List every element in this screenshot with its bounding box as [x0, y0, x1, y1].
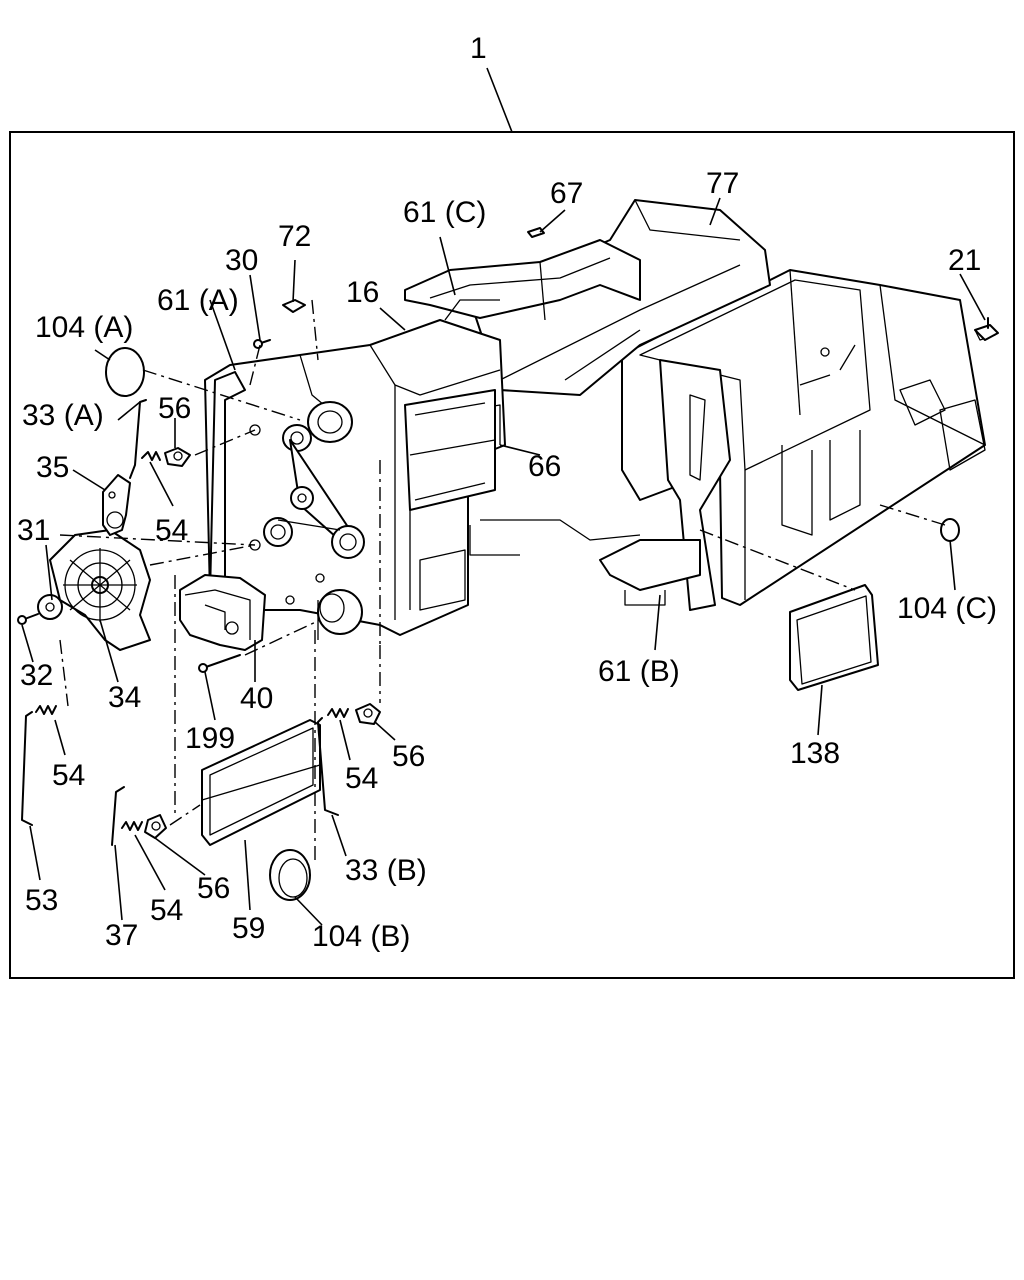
- label-56c: 56: [197, 872, 230, 905]
- label-16: 16: [346, 276, 379, 309]
- callout-labels: 1 16 21 30 31 32 33 (A) 33 (B) 34 35 37 …: [17, 32, 997, 953]
- rod-33a: [129, 399, 147, 479]
- lever-35: [102, 474, 131, 536]
- label-56b: 56: [392, 740, 425, 773]
- label-31: 31: [17, 514, 50, 547]
- damper-wheel-34: [37, 529, 151, 651]
- plug-104b: [269, 849, 311, 901]
- label-1: 1: [470, 32, 487, 65]
- screw-30: [253, 339, 271, 349]
- screw-32: [17, 613, 39, 625]
- label-32: 32: [20, 659, 53, 692]
- rod-53: [21, 711, 33, 826]
- label-66: 66: [528, 450, 561, 483]
- label-61c: 61 (C): [403, 196, 486, 229]
- label-54a: 54: [155, 514, 188, 547]
- label-199: 199: [185, 722, 235, 755]
- label-34: 34: [108, 681, 141, 714]
- clip-67: [527, 227, 545, 238]
- actuator-40: [179, 574, 266, 651]
- label-35: 35: [36, 451, 69, 484]
- blower-housing: [204, 299, 641, 640]
- label-53: 53: [25, 884, 58, 917]
- label-21: 21: [948, 244, 981, 277]
- bracket-56c: [144, 814, 167, 839]
- leader-lines: [21, 197, 986, 926]
- label-77: 77: [706, 167, 739, 200]
- label-37: 37: [105, 919, 138, 952]
- label-104c: 104 (C): [897, 592, 997, 625]
- clip-21: [974, 317, 999, 341]
- spring-54a: [141, 451, 161, 461]
- bracket-56b: [355, 703, 381, 725]
- spring-54d: [327, 708, 349, 718]
- label-67: 67: [550, 177, 583, 210]
- label-59: 59: [232, 912, 265, 945]
- label-33b: 33 (B): [345, 854, 427, 887]
- screw-199: [198, 654, 241, 673]
- leader-1: [486, 67, 513, 133]
- label-61a: 61 (A): [157, 284, 239, 317]
- label-54d: 54: [345, 762, 378, 795]
- rod-37: [111, 786, 125, 846]
- label-33a: 33 (A): [22, 399, 104, 432]
- clip-72: [282, 299, 306, 313]
- rod-33b: [317, 717, 339, 816]
- label-56a: 56: [158, 392, 191, 425]
- spring-54b: [35, 705, 57, 715]
- label-104a: 104 (A): [35, 311, 133, 344]
- label-104b: 104 (B): [312, 920, 410, 953]
- spring-54c: [121, 821, 143, 831]
- label-72: 72: [278, 220, 311, 253]
- bracket-56a: [164, 447, 191, 467]
- frame-59: [201, 719, 321, 846]
- filter-138: [789, 584, 879, 691]
- plug-104c: [940, 518, 960, 542]
- label-40: 40: [240, 682, 273, 715]
- label-138: 138: [790, 737, 840, 770]
- flap-66: [404, 389, 496, 511]
- duct-lower: [599, 359, 731, 611]
- plug-104a: [105, 347, 145, 397]
- label-54b: 54: [52, 759, 85, 792]
- label-30: 30: [225, 244, 258, 277]
- duct-housing: [404, 199, 996, 606]
- label-61b: 61 (B): [598, 655, 680, 688]
- assembly-lines: [59, 299, 946, 862]
- label-54c: 54: [150, 894, 183, 927]
